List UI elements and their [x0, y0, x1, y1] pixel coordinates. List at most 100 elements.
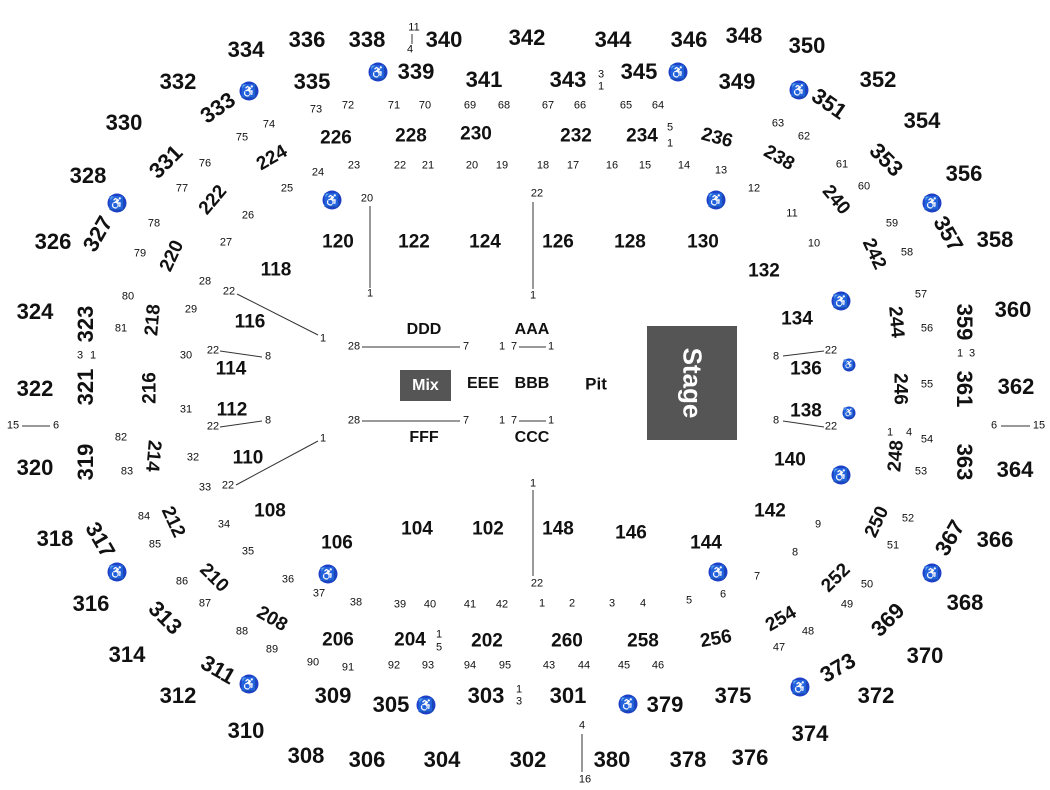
- section-375[interactable]: 375: [714, 683, 752, 708]
- section-334[interactable]: 334: [227, 37, 265, 62]
- section-ddd[interactable]: DDD: [406, 321, 442, 338]
- section-343[interactable]: 343: [549, 67, 587, 92]
- section-335[interactable]: 335: [293, 69, 331, 94]
- section-362[interactable]: 362: [997, 374, 1035, 399]
- section-372[interactable]: 372: [857, 683, 895, 708]
- section-102[interactable]: 102: [472, 518, 504, 540]
- section-248[interactable]: 248: [884, 439, 908, 473]
- section-104[interactable]: 104: [401, 518, 433, 540]
- section-350[interactable]: 350: [788, 33, 826, 58]
- section-340[interactable]: 340: [425, 27, 463, 52]
- pit-label[interactable]: Pit: [585, 374, 607, 394]
- section-342[interactable]: 342: [508, 25, 546, 50]
- section-116[interactable]: 116: [234, 311, 266, 333]
- section-106[interactable]: 106: [321, 532, 353, 554]
- section-138[interactable]: 138: [790, 400, 822, 422]
- section-144[interactable]: 144: [690, 532, 722, 554]
- section-319[interactable]: 319: [73, 443, 98, 481]
- section-ccc[interactable]: CCC: [514, 429, 550, 446]
- section-234[interactable]: 234: [626, 125, 658, 147]
- section-fff[interactable]: FFF: [409, 429, 439, 446]
- section-370[interactable]: 370: [906, 643, 944, 668]
- section-305[interactable]: 305: [372, 692, 410, 717]
- section-348[interactable]: 348: [725, 23, 763, 48]
- section-320[interactable]: 320: [16, 455, 54, 480]
- section-336[interactable]: 336: [288, 27, 326, 52]
- section-226[interactable]: 226: [320, 127, 352, 149]
- section-338[interactable]: 338: [348, 27, 386, 52]
- section-312[interactable]: 312: [159, 683, 197, 708]
- section-324[interactable]: 324: [16, 299, 54, 324]
- section-140[interactable]: 140: [774, 449, 806, 471]
- section-364[interactable]: 364: [996, 457, 1034, 482]
- section-345[interactable]: 345: [620, 59, 658, 84]
- section-368[interactable]: 368: [946, 590, 984, 615]
- section-361[interactable]: 361: [952, 370, 977, 408]
- section-230[interactable]: 230: [460, 123, 492, 145]
- section-341[interactable]: 341: [465, 67, 503, 92]
- section-eee[interactable]: EEE: [466, 375, 500, 392]
- section-302[interactable]: 302: [509, 747, 547, 772]
- section-128[interactable]: 128: [614, 231, 646, 253]
- section-304[interactable]: 304: [423, 747, 461, 772]
- section-118[interactable]: 118: [260, 259, 292, 281]
- section-310[interactable]: 310: [227, 718, 265, 743]
- section-136[interactable]: 136: [790, 358, 822, 380]
- section-316[interactable]: 316: [72, 591, 110, 616]
- section-339[interactable]: 339: [397, 59, 435, 84]
- section-244[interactable]: 244: [884, 305, 908, 339]
- section-326[interactable]: 326: [34, 229, 72, 254]
- section-363[interactable]: 363: [952, 443, 977, 481]
- section-124[interactable]: 124: [469, 231, 501, 253]
- section-308[interactable]: 308: [287, 743, 325, 768]
- section-309[interactable]: 309: [314, 683, 352, 708]
- section-202[interactable]: 202: [471, 630, 503, 652]
- section-256[interactable]: 256: [698, 625, 734, 653]
- section-134[interactable]: 134: [781, 308, 813, 330]
- section-346[interactable]: 346: [670, 27, 708, 52]
- section-380[interactable]: 380: [593, 747, 631, 772]
- section-206[interactable]: 206: [322, 629, 354, 651]
- section-318[interactable]: 318: [36, 526, 74, 551]
- section-214[interactable]: 214: [141, 439, 165, 473]
- section-303[interactable]: 303: [467, 683, 505, 708]
- section-374[interactable]: 374: [791, 721, 829, 746]
- section-132[interactable]: 132: [748, 260, 780, 282]
- section-366[interactable]: 366: [976, 527, 1014, 552]
- section-352[interactable]: 352: [859, 67, 897, 92]
- section-330[interactable]: 330: [105, 110, 143, 135]
- section-146[interactable]: 146: [615, 522, 647, 544]
- section-246[interactable]: 246: [889, 373, 911, 405]
- section-114[interactable]: 114: [215, 358, 247, 380]
- section-328[interactable]: 328: [69, 163, 107, 188]
- section-122[interactable]: 122: [398, 231, 430, 253]
- section-228[interactable]: 228: [395, 125, 427, 147]
- section-359[interactable]: 359: [952, 303, 977, 341]
- section-332[interactable]: 332: [159, 69, 197, 94]
- section-344[interactable]: 344: [594, 27, 632, 52]
- section-120[interactable]: 120: [322, 231, 354, 253]
- section-306[interactable]: 306: [348, 747, 386, 772]
- section-148[interactable]: 148: [542, 518, 574, 540]
- section-204[interactable]: 204: [394, 629, 426, 651]
- section-258[interactable]: 258: [627, 630, 659, 652]
- section-360[interactable]: 360: [994, 297, 1032, 322]
- section-379[interactable]: 379: [646, 692, 684, 717]
- section-323[interactable]: 323: [73, 305, 98, 343]
- section-130[interactable]: 130: [687, 231, 719, 253]
- section-378[interactable]: 378: [669, 747, 707, 772]
- section-301[interactable]: 301: [549, 683, 587, 708]
- section-356[interactable]: 356: [945, 161, 983, 186]
- section-110[interactable]: 110: [232, 447, 264, 469]
- section-108[interactable]: 108: [254, 500, 286, 522]
- section-354[interactable]: 354: [903, 108, 941, 133]
- section-232[interactable]: 232: [560, 125, 592, 147]
- section-321[interactable]: 321: [73, 368, 98, 406]
- section-322[interactable]: 322: [16, 376, 54, 401]
- section-218[interactable]: 218: [141, 303, 165, 337]
- section-aaa[interactable]: AAA: [514, 321, 550, 338]
- section-358[interactable]: 358: [976, 227, 1014, 252]
- section-376[interactable]: 376: [731, 745, 769, 770]
- section-126[interactable]: 126: [542, 231, 574, 253]
- section-314[interactable]: 314: [108, 642, 146, 667]
